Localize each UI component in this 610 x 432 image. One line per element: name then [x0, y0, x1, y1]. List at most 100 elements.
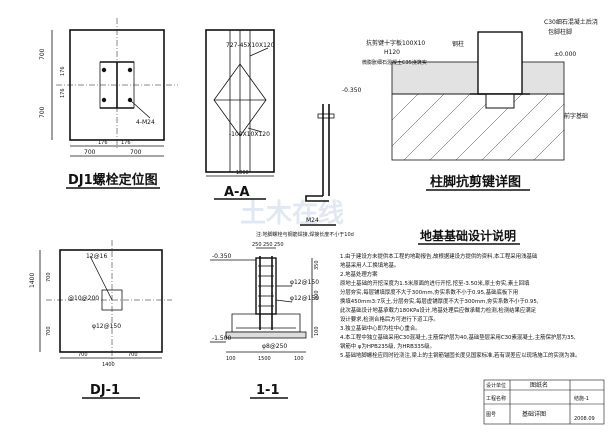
- bolt-label: M24: [306, 217, 319, 224]
- steel-column: [477, 31, 523, 95]
- aa-plate-side: -100X10X120: [229, 131, 270, 138]
- dim-bottom-1: 100: [226, 356, 236, 362]
- blinding: [225, 331, 307, 339]
- level-bottom: -1.500: [212, 335, 232, 342]
- dim-bottom2-1: 700: [84, 149, 96, 156]
- dim-bottom-3: 100: [294, 356, 304, 362]
- tb-drawing: 基础详图: [522, 410, 546, 418]
- note-line: 1.由于建设方未提供本工程的地勘报告,故根据建设方提供的资料,本工程采用浅基础: [340, 252, 537, 260]
- tb-date: 2008.09: [574, 416, 595, 422]
- rebar-2: φ12@150: [290, 295, 319, 302]
- note-line: 5.基础地脚螺栓应同时砼浇注,梁上的主钢筋锚固长度见国家标准,若有误差应以现场施…: [340, 351, 580, 359]
- section-11: 250 250 250 -0.350 -1.500 φ12@150 φ12@15…: [210, 242, 320, 399]
- label-plate: 十字板100X10: [384, 39, 425, 47]
- dim-left-3: 176: [60, 66, 66, 76]
- note-line: 3.独立基础中心即为柱中心重合。: [340, 324, 421, 332]
- label-ht: H120: [384, 49, 400, 56]
- level-top: -0.350: [212, 253, 232, 260]
- dim-top-2: 250: [263, 242, 273, 248]
- dj1-dim-bottom-1: 700: [78, 352, 88, 358]
- label-ref: 前字基础: [564, 112, 588, 120]
- anchor-bolt: M24 注:地脚螺栓与钢筋焊接,焊接长度不小于10d: [256, 104, 354, 238]
- bolt-1: [101, 67, 107, 73]
- label-steel: 钢柱: [452, 40, 464, 48]
- label-key: 抗剪键: [366, 39, 384, 47]
- stirrups: [258, 265, 274, 307]
- aa-note: 注:地脚螺栓与钢筋焊接,焊接长度不小于10d: [256, 231, 354, 238]
- shear-key-detail: 抗剪键 十字板100X10 H120 微膨胀细石混凝土C35浇筑实 钢柱 C30…: [342, 18, 598, 191]
- label-level2: -0.350: [342, 87, 362, 94]
- label-grout: 微膨胀细石混凝土C35浇筑实: [362, 59, 427, 66]
- aa-plate-top: 727-45X10X120: [226, 42, 275, 49]
- note-line: 4.本工程中独立基础采用C30混凝土,主筋保护层为40,基础垫层采用C30素混凝…: [340, 333, 576, 341]
- dim-bottom-2: 1500: [258, 356, 271, 362]
- height-dim-3: 100: [314, 326, 320, 336]
- tb-col-label-3: 图号: [486, 412, 496, 418]
- title-block: 设计单位 工程名称 图号 图纸名 基础详图 结施-1 2008.09: [483, 379, 605, 425]
- note-line: 此次基础设计地基承载力180KPa设计,地基处理后应做承载力检测,检测结果应满足: [340, 306, 537, 314]
- height-dim-2: 800: [314, 290, 320, 300]
- aa-leader-1: [249, 47, 269, 57]
- aa-leader-2: [247, 127, 263, 133]
- note-line: 原地土基础的开挖深度为1.5米原面的进行开挖,挖至-3.50米,原土夯实,素土回…: [340, 279, 530, 287]
- dj1-leader: [89, 255, 113, 301]
- rebar-3: φ8@250: [262, 343, 287, 350]
- rebar-1: φ12@150: [290, 279, 319, 286]
- tb-col-label-1: 设计单位: [486, 382, 506, 389]
- dj1-rebar-top: 12@16: [86, 253, 107, 260]
- dj1-dim-bottom-2: 700: [128, 352, 138, 358]
- dim-bottom2-2: 700: [130, 149, 142, 156]
- note-line: 分层夯实,每层铺填厚度不大于300mm,夯实系数不小于0.95,基础底板下用: [340, 288, 518, 296]
- bolt-3: [101, 97, 107, 103]
- dim-left-2: 700: [39, 106, 46, 118]
- bolt-nut: [317, 113, 335, 119]
- footing: [231, 313, 301, 333]
- dim-top-1: 250: [252, 242, 262, 248]
- dim-left-1: 700: [39, 48, 46, 60]
- dj1-rebar-bottom: φ12@150: [92, 323, 121, 330]
- shear-key-lug: [485, 93, 515, 109]
- dj1-outline: [59, 249, 163, 353]
- bolt-leader: [129, 99, 151, 119]
- dj1-rebar-left: @10@200: [68, 295, 99, 302]
- bolt-plan: 4-M24 700 700 176 176 176 176 700 700 DJ…: [39, 18, 178, 189]
- bolt-hook: [305, 195, 329, 202]
- section-aa: 727-45X10X120 -100X10X120 1800 A-A: [205, 29, 275, 200]
- note-line: 地基采用人工换填地基。: [340, 261, 399, 269]
- note-line: 换填450mm3:7灰土,分层夯实,每层虚铺厚度不大于300mm,夯实系数不小于…: [340, 297, 539, 305]
- note-line: 设计要求,检测合格后方可进行下道工序。: [340, 315, 439, 323]
- tb-col-label-2: 工程名称: [486, 395, 506, 402]
- section-11-title: 1-1: [256, 383, 280, 398]
- note-line: 钢筋中 φ为HPB235级, 为HRB335级。: [340, 342, 435, 350]
- height-dim-1: 350: [314, 260, 320, 270]
- dj1-dim-left-1: 1400: [29, 273, 36, 288]
- dim-left-4: 176: [60, 88, 66, 98]
- note-line: 2.地基处理方案: [340, 270, 378, 278]
- dj1-dim-left-2: 700: [46, 272, 52, 282]
- dim-bottom-1: 176: [98, 140, 108, 146]
- design-notes: 地基基础设计说明 1.由于建设方未提供本工程的地勘报告,故根据建设方提供的资料,…: [340, 228, 580, 359]
- bolt-plan-title: DJ1螺栓定位图: [68, 172, 158, 188]
- notes-heading: 地基基础设计说明: [420, 228, 516, 243]
- label-level: ±0.000: [554, 51, 576, 58]
- tb-sheet-no: 结施-1: [574, 395, 589, 402]
- label-c30: C30细石混凝土后浇: [544, 18, 598, 26]
- bolt-callout: 4-M24: [136, 119, 155, 126]
- dim-top-3: 250: [274, 242, 284, 248]
- title-block-frame: [483, 379, 605, 425]
- bolt-2: [127, 67, 133, 73]
- dj1-dim-left-3: 700: [46, 326, 52, 336]
- foundation-hatch: [391, 93, 565, 161]
- shear-key-title: 柱脚抗剪键详图: [430, 174, 521, 190]
- aa-dim: 1800: [236, 170, 249, 176]
- tb-project: 图纸名: [530, 381, 548, 389]
- dj1-plan: 12@16 @10@200 φ12@150 1400 700 700 700 7…: [29, 240, 172, 399]
- aa-title: A-A: [224, 185, 250, 200]
- aa-stiffener-plate: [213, 63, 267, 137]
- dim-bottom-2: 176: [121, 140, 131, 146]
- label-col: 包脚柱脚: [548, 28, 572, 36]
- rebar2-leader: [275, 299, 293, 303]
- dj1-dim-bottom-3: 1400: [102, 362, 115, 368]
- dj1-title: DJ-1: [90, 383, 120, 398]
